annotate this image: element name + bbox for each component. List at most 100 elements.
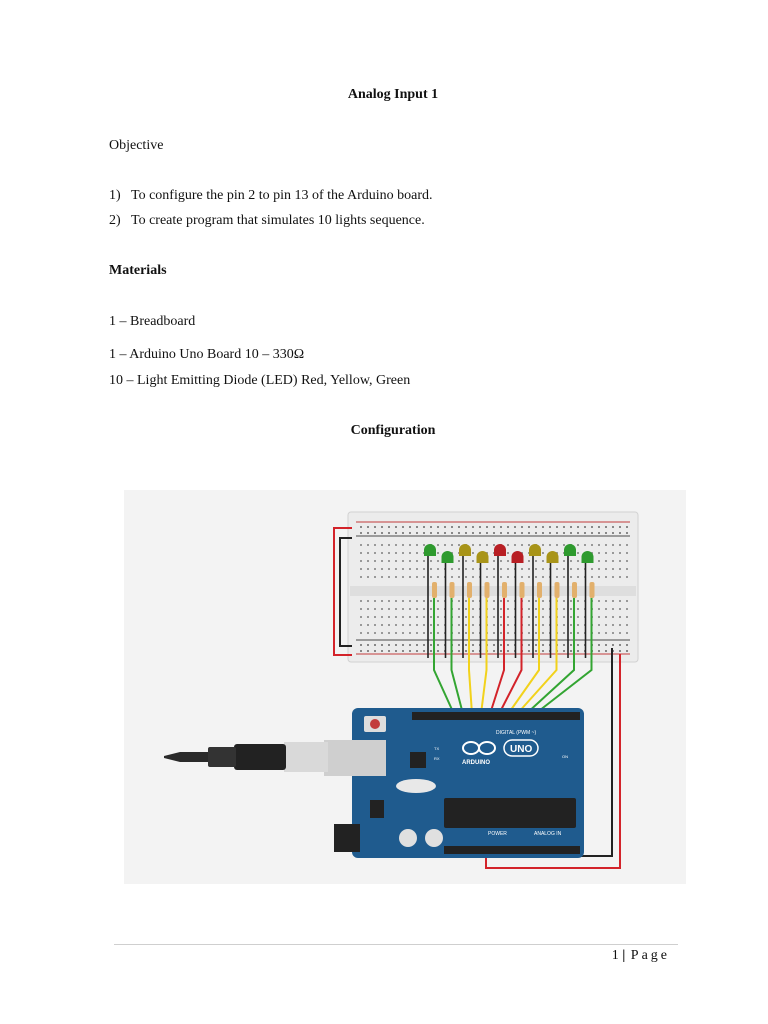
breadboard-hole <box>514 526 516 528</box>
breadboard-hole <box>388 576 390 578</box>
breadboard-hole <box>542 600 544 602</box>
breadboard-hole <box>472 544 474 546</box>
resistor <box>502 582 507 598</box>
breadboard-hole <box>367 600 369 602</box>
breadboard-hole <box>458 544 460 546</box>
analog-in-label: ANALOG IN <box>534 831 562 837</box>
breadboard-hole <box>619 616 621 618</box>
breadboard-hole <box>381 644 383 646</box>
breadboard-hole <box>437 600 439 602</box>
breadboard-hole <box>381 632 383 634</box>
breadboard-hole <box>584 532 586 534</box>
breadboard-hole <box>479 532 481 534</box>
breadboard-hole <box>423 608 425 610</box>
breadboard-hole <box>402 608 404 610</box>
breadboard-hole <box>549 526 551 528</box>
breadboard-hole <box>598 526 600 528</box>
breadboard-hole <box>360 608 362 610</box>
breadboard-hole <box>451 552 453 554</box>
breadboard-hole <box>542 544 544 546</box>
usb-port <box>324 740 386 776</box>
breadboard-hole <box>423 532 425 534</box>
breadboard-hole <box>409 560 411 562</box>
breadboard-hole <box>556 568 558 570</box>
breadboard-hole <box>577 624 579 626</box>
breadboard-hole <box>381 624 383 626</box>
breadboard-hole <box>402 644 404 646</box>
breadboard-hole <box>598 624 600 626</box>
breadboard-hole <box>556 576 558 578</box>
breadboard-hole <box>423 560 425 562</box>
breadboard-hole <box>472 576 474 578</box>
breadboard-hole <box>381 600 383 602</box>
breadboard-hole <box>626 644 628 646</box>
breadboard-hole <box>563 600 565 602</box>
breadboard-hole <box>521 568 523 570</box>
breadboard-hole <box>430 650 432 652</box>
breadboard-hole <box>507 644 509 646</box>
breadboard-hole <box>598 568 600 570</box>
breadboard-hole <box>626 616 628 618</box>
breadboard-hole <box>493 600 495 602</box>
objective-number: 1) <box>109 188 121 203</box>
breadboard-hole <box>395 526 397 528</box>
breadboard-hole <box>388 552 390 554</box>
breadboard-hole <box>360 568 362 570</box>
led-base <box>581 557 594 563</box>
breadboard-hole <box>542 650 544 652</box>
breadboard-hole <box>486 576 488 578</box>
breadboard-hole <box>374 600 376 602</box>
breadboard-hole <box>521 552 523 554</box>
breadboard-hole <box>542 560 544 562</box>
breadboard-hole <box>458 632 460 634</box>
breadboard-hole <box>367 616 369 618</box>
breadboard-hole <box>563 608 565 610</box>
breadboard-hole <box>584 526 586 528</box>
breadboard-hole <box>542 624 544 626</box>
breadboard-hole <box>409 600 411 602</box>
breadboard-hole <box>577 650 579 652</box>
breadboard-hole <box>605 624 607 626</box>
breadboard-hole <box>381 576 383 578</box>
breadboard-hole <box>423 600 425 602</box>
breadboard-hole <box>423 616 425 618</box>
breadboard-hole <box>612 526 614 528</box>
breadboard-hole <box>465 632 467 634</box>
resistor <box>554 582 560 598</box>
page-footer: 1 | Page <box>612 948 670 964</box>
breadboard-hole <box>402 576 404 578</box>
breadboard-hole <box>409 568 411 570</box>
breadboard-hole <box>360 644 362 646</box>
breadboard-hole <box>465 560 467 562</box>
breadboard-hole <box>381 568 383 570</box>
breadboard-hole <box>528 650 530 652</box>
breadboard-hole <box>437 544 439 546</box>
breadboard-hole <box>465 644 467 646</box>
breadboard-hole <box>430 568 432 570</box>
breadboard-hole <box>535 644 537 646</box>
breadboard-hole <box>409 608 411 610</box>
led-base <box>476 557 489 563</box>
breadboard-hole <box>605 552 607 554</box>
breadboard-hole <box>514 544 516 546</box>
breadboard-hole <box>465 616 467 618</box>
breadboard-hole <box>395 560 397 562</box>
breadboard-hole <box>605 560 607 562</box>
breadboard-hole <box>626 560 628 562</box>
breadboard-hole <box>605 568 607 570</box>
breadboard-hole <box>493 650 495 652</box>
breadboard-hole <box>451 568 453 570</box>
left-red-wire <box>333 527 352 656</box>
breadboard-hole <box>605 632 607 634</box>
breadboard-hole <box>388 568 390 570</box>
led-base <box>459 550 471 556</box>
signal-wire <box>480 598 488 715</box>
breadboard-hole <box>395 644 397 646</box>
breadboard-hole <box>612 632 614 634</box>
board-brand-label: ARDUINO <box>462 760 490 766</box>
breadboard-hole <box>493 544 495 546</box>
breadboard-hole <box>395 544 397 546</box>
tx-label: TX <box>434 746 439 751</box>
breadboard-hole <box>374 560 376 562</box>
breadboard-hole <box>423 624 425 626</box>
